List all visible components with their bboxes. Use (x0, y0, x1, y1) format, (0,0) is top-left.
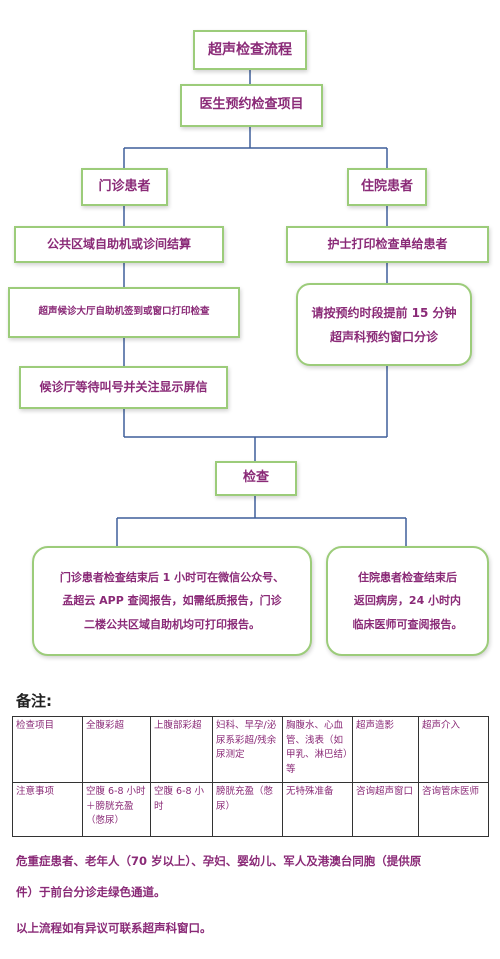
table-cell: 妇科、早孕/泌尿系彩超/残余尿测定 (212, 716, 283, 783)
table-row-header: 检查项目 全腹彩超 上腹部彩超 妇科、早孕/泌尿系彩超/残余尿测定 胸腹水、心血… (12, 716, 489, 783)
out-result-line1: 门诊患者检查结束后 1 小时可在微信公众号、 (59, 571, 285, 585)
out-step1-box: 公共区域自助机或诊间结算 (14, 226, 224, 263)
in-step1-box: 护士打印检查单给患者 (286, 226, 489, 263)
flow-connectors (116, 70, 407, 546)
in-result-line1: 住院患者检查结束后 (358, 571, 457, 585)
table-cell: 空腹 6-8 小时＋膀胱充盈（憋尿） (82, 782, 151, 837)
out-result-line2: 孟超云 APP 查阅报告，如需纸质报告，门诊 (62, 594, 282, 608)
in-step1-text: 护士打印检查单给患者 (327, 236, 448, 251)
note-green-channel-line1: 危重症患者、老年人（70 岁以上）、孕妇、婴幼儿、军人及港澳台同胞（提供原 (16, 854, 422, 868)
inpatient-box: 住院患者 (347, 168, 427, 206)
exam-box: 检查 (215, 461, 297, 496)
out-step2-text: 超声候诊大厅自助机签到或窗口打印检查 (38, 306, 210, 318)
table-cell: 超声介入 (418, 716, 489, 783)
out-result-line3: 二楼公共区域自助机均可打印报告。 (84, 617, 260, 631)
table-cell: 全腹彩超 (82, 716, 151, 783)
title-box: 超声检查流程 (193, 30, 307, 70)
in-step2-line1: 请按预约时段提前 15 分钟 (311, 305, 457, 320)
in-step2-line2: 超声科预约窗口分诊 (329, 329, 438, 344)
out-step3-text: 候诊厅等待叫号并关注显示屏信 (39, 379, 208, 394)
in-result-line2: 返回病房，24 小时内 (353, 594, 462, 608)
out-step1-text: 公共区域自助机或诊间结算 (46, 236, 191, 251)
outpatient-box: 门诊患者 (81, 168, 168, 206)
table-cell: 膀胱充盈（憋尿） (212, 782, 283, 837)
in-result-line3: 临床医师可查阅报告。 (352, 617, 463, 631)
table-row-notes: 注意事项 空腹 6-8 小时＋膀胱充盈（憋尿） 空腹 6-8 小时 膀胱充盈（憋… (12, 782, 489, 837)
note-contact: 以上流程如有异议可联系超声科窗口。 (16, 921, 212, 935)
in-result-box: 住院患者检查结束后 返回病房，24 小时内 临床医师可查阅报告。 (326, 546, 489, 656)
remarks-title: 备注: (16, 692, 52, 710)
table-cell: 咨询管床医师 (418, 782, 489, 837)
table-cell: 注意事项 (12, 782, 83, 837)
out-step3-box: 候诊厅等待叫号并关注显示屏信 (19, 366, 228, 409)
table-cell: 检查项目 (12, 716, 83, 783)
appointment-text: 医生预约检查项目 (199, 97, 304, 113)
table-cell: 咨询超声窗口 (352, 782, 419, 837)
inpatient-text: 住院患者 (360, 178, 413, 194)
out-step2-box: 超声候诊大厅自助机签到或窗口打印检查 (8, 287, 240, 338)
exam-text: 检查 (242, 470, 269, 486)
title-text: 超声检查流程 (208, 41, 292, 58)
out-result-box: 门诊患者检查结束后 1 小时可在微信公众号、 孟超云 APP 查阅报告，如需纸质… (32, 546, 312, 656)
table-cell: 超声造影 (352, 716, 419, 783)
table-cell: 无特殊准备 (282, 782, 353, 837)
table-cell: 胸腹水、心血管、浅表（如甲乳、淋巴结）等 (282, 716, 353, 783)
outpatient-text: 门诊患者 (98, 178, 151, 194)
table-cell: 空腹 6-8 小时 (150, 782, 213, 837)
appointment-box: 医生预约检查项目 (180, 84, 323, 127)
remarks-table: 检查项目 全腹彩超 上腹部彩超 妇科、早孕/泌尿系彩超/残余尿测定 胸腹水、心血… (12, 716, 489, 837)
in-step2-box: 请按预约时段提前 15 分钟 超声科预约窗口分诊 (296, 283, 472, 366)
note-green-channel-line2: 件）于前台分诊走绿色通道。 (16, 885, 166, 899)
table-cell: 上腹部彩超 (150, 716, 213, 783)
